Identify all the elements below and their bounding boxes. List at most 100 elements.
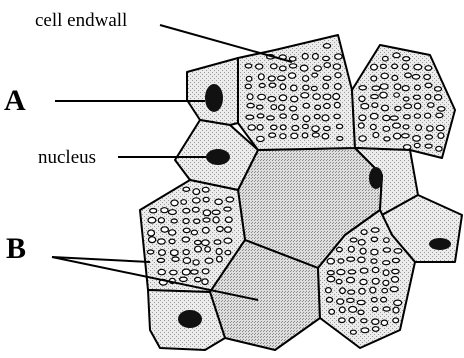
vacuole [183, 219, 189, 224]
vacuole [150, 209, 157, 213]
vacuole [371, 237, 377, 241]
vacuole [183, 258, 190, 264]
vacuole [370, 287, 376, 293]
vacuole [404, 115, 411, 119]
vacuole [425, 94, 431, 99]
vacuole [372, 307, 378, 311]
vacuole [371, 76, 377, 81]
vacuole [246, 76, 252, 81]
vacuole [383, 115, 390, 120]
vacuole [327, 276, 335, 281]
vacuole [384, 137, 390, 141]
vacuole [339, 318, 345, 323]
vacuole [380, 92, 387, 98]
vacuole [248, 125, 255, 130]
vacuole [347, 298, 354, 302]
vacuole [424, 75, 431, 80]
vacuole [148, 230, 155, 236]
vacuole [425, 144, 432, 148]
vacuole [280, 84, 286, 90]
vacuole [267, 116, 275, 120]
vacuole [224, 238, 232, 243]
vacuole [195, 246, 202, 252]
vacuole [347, 277, 355, 282]
vacuole [312, 133, 319, 137]
vacuole [383, 307, 390, 311]
vacuole [323, 84, 329, 89]
vacuole [358, 310, 364, 314]
vacuole [403, 97, 409, 101]
vacuole [361, 104, 369, 109]
vacuole [183, 250, 189, 255]
vacuole [337, 299, 344, 304]
vacuole [279, 95, 286, 101]
vacuole [312, 126, 319, 132]
vacuole [394, 84, 401, 90]
vacuole [291, 133, 298, 138]
vacuole [326, 288, 332, 293]
vacuole [268, 97, 276, 102]
vacuole [148, 217, 156, 223]
vacuole [169, 239, 175, 244]
vacuole [381, 320, 387, 325]
vacuole [215, 199, 222, 204]
vacuole [205, 247, 211, 252]
vacuole [329, 309, 335, 314]
vacuole [357, 300, 365, 304]
vacuole [372, 319, 379, 324]
vacuole [382, 288, 388, 292]
vacuole [333, 64, 340, 69]
vacuole [360, 248, 366, 254]
vacuole [338, 259, 344, 263]
vacuole [225, 227, 232, 232]
vacuole [194, 219, 200, 223]
vacuole [415, 85, 421, 90]
vacuole [371, 249, 378, 255]
vacuole [303, 116, 310, 122]
vacuole [427, 126, 433, 131]
vacuole [416, 125, 422, 131]
vacuole [358, 240, 365, 245]
vacuole [158, 218, 164, 223]
label-b: B [6, 232, 26, 265]
vacuole [183, 208, 190, 213]
vacuole [381, 73, 388, 78]
vacuole [349, 307, 357, 313]
vacuole [290, 106, 297, 111]
vacuole [382, 105, 389, 111]
vacuole [393, 53, 400, 58]
vacuole [383, 261, 390, 265]
vacuole [394, 93, 400, 97]
vacuole [373, 132, 379, 137]
vacuole [348, 270, 356, 274]
vacuole [301, 93, 309, 98]
vacuole [371, 228, 379, 232]
vacuole [394, 300, 402, 305]
vacuole [183, 228, 190, 232]
vacuole [324, 104, 331, 109]
vacuole [335, 73, 341, 78]
vacuole [279, 105, 285, 110]
vacuole [269, 133, 276, 137]
vacuole [381, 297, 387, 302]
vacuole [350, 238, 357, 242]
vacuole [361, 230, 367, 235]
nucleus-cell-a [205, 84, 223, 112]
vacuole [205, 258, 213, 263]
vacuole [193, 189, 200, 195]
nucleus-far-right-cell [429, 238, 451, 250]
vacuole [314, 114, 320, 118]
vacuole [269, 83, 276, 87]
vacuole [351, 330, 357, 334]
vacuole [402, 64, 408, 70]
vacuole [171, 200, 178, 206]
vacuole [271, 105, 277, 110]
vacuole [246, 115, 254, 119]
vacuole [226, 197, 234, 202]
vacuole [257, 136, 265, 141]
vacuole [372, 86, 380, 90]
vacuole [348, 246, 354, 252]
vacuole [327, 258, 334, 264]
vacuole [334, 102, 340, 107]
vacuole [213, 217, 219, 223]
